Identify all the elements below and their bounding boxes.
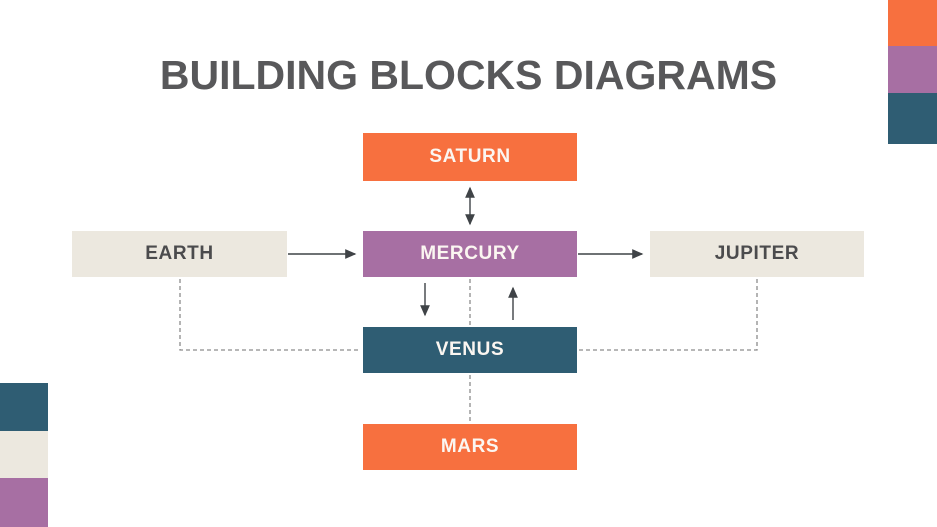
deco-bottom-left-teal [0, 383, 48, 431]
node-jupiter[interactable]: JUPITER [650, 231, 864, 277]
node-jupiter-label: JUPITER [714, 243, 800, 264]
node-mars[interactable]: MARS [363, 424, 577, 470]
node-earth[interactable]: EARTH [72, 231, 287, 277]
page-title: BUILDING BLOCKS DIAGRAMS [159, 52, 778, 98]
node-venus[interactable]: VENUS [363, 327, 577, 373]
connector-earth-venus-dashed [179, 279, 361, 351]
deco-top-right-orange [888, 0, 937, 46]
node-saturn-label: SATURN [429, 146, 511, 167]
node-earth-label: EARTH [145, 243, 214, 264]
node-mars-label: MARS [440, 436, 500, 457]
deco-top-right-teal [888, 93, 937, 144]
node-mercury[interactable]: MERCURY [363, 231, 577, 277]
deco-bottom-left-beige [0, 431, 48, 478]
node-saturn[interactable]: SATURN [363, 133, 577, 181]
deco-top-right-purple [888, 46, 937, 93]
node-venus-label: VENUS [435, 339, 505, 360]
node-mercury-label: MERCURY [420, 243, 520, 264]
connector-jupiter-venus-dashed [579, 279, 758, 351]
deco-bottom-left-purple [0, 478, 48, 527]
